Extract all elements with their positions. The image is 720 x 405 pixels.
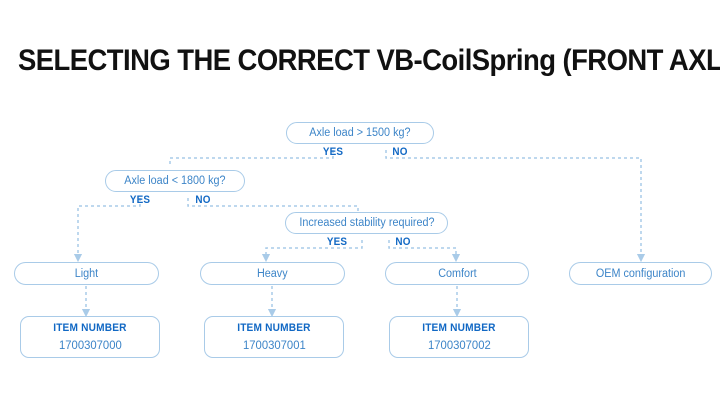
branch-label-d2-no: NO bbox=[195, 194, 211, 206]
result-label: Heavy bbox=[257, 267, 288, 280]
result-oem-configuration[interactable]: OEM configuration bbox=[569, 262, 712, 285]
item-number-value: 1700307000 bbox=[58, 338, 122, 352]
item-number-title: ITEM NUMBER bbox=[237, 322, 311, 334]
edge-d2-no bbox=[187, 198, 359, 213]
result-comfort[interactable]: Comfort bbox=[385, 262, 529, 285]
decision-increased-stability[interactable]: Increased stability required? bbox=[285, 212, 448, 234]
decision-label: Axle load > 1500 kg? bbox=[309, 127, 411, 139]
edge-d3-yes bbox=[261, 240, 363, 263]
item-number-value: 1700307001 bbox=[242, 338, 306, 352]
branch-label-d1-no: NO bbox=[392, 146, 408, 158]
decision-label: Increased stability required? bbox=[298, 217, 435, 229]
result-label: Light bbox=[74, 267, 99, 280]
decision-label: Axle load < 1800 kg? bbox=[124, 175, 226, 187]
branch-label-d1-yes: YES bbox=[322, 146, 344, 158]
result-heavy[interactable]: Heavy bbox=[200, 262, 345, 285]
item-number-value: 1700307002 bbox=[427, 338, 491, 352]
branch-label-d3-yes: YES bbox=[326, 236, 348, 248]
edge-d1-no bbox=[385, 150, 646, 263]
edge-d3-no bbox=[388, 240, 461, 263]
item-number-title: ITEM NUMBER bbox=[53, 322, 127, 334]
branch-label-d2-yes: YES bbox=[129, 194, 151, 206]
item-number-title: ITEM NUMBER bbox=[422, 322, 496, 334]
branch-label-d3-no: NO bbox=[395, 236, 411, 248]
result-label: OEM configuration bbox=[595, 267, 686, 280]
edge-d2-yes bbox=[73, 198, 141, 263]
item-number-box-light[interactable]: ITEM NUMBER 1700307000 bbox=[20, 316, 160, 358]
edge-d1-yes bbox=[169, 150, 334, 166]
result-light[interactable]: Light bbox=[14, 262, 159, 285]
page-title: SELECTING THE CORRECT VB-CoilSpring (FRO… bbox=[18, 44, 720, 77]
decision-axle-load-1500[interactable]: Axle load > 1500 kg? bbox=[286, 122, 434, 144]
item-number-box-heavy[interactable]: ITEM NUMBER 1700307001 bbox=[204, 316, 344, 358]
result-label: Comfort bbox=[437, 267, 477, 280]
decision-axle-load-1800[interactable]: Axle load < 1800 kg? bbox=[105, 170, 245, 192]
item-number-box-comfort[interactable]: ITEM NUMBER 1700307002 bbox=[389, 316, 529, 358]
